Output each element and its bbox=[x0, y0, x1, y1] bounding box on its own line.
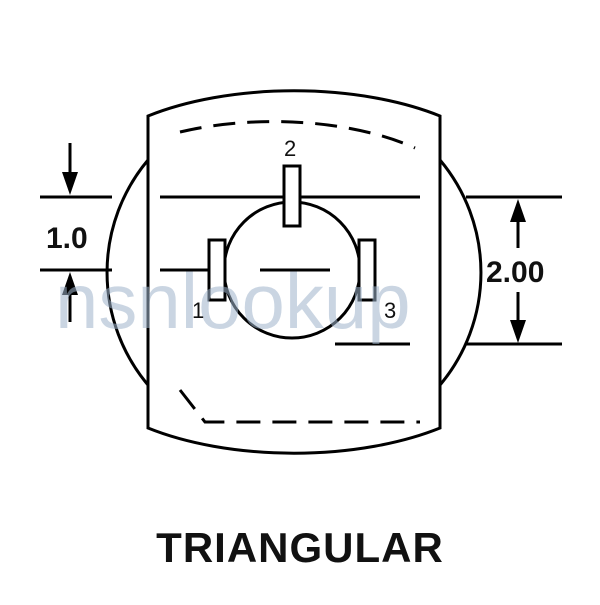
watermark: nsnlookup bbox=[55, 257, 411, 345]
top-dashed-arc bbox=[179, 120, 416, 150]
pin-3-contact bbox=[357, 238, 377, 302]
outer-body-right-arc bbox=[438, 159, 483, 386]
pin-1-label: 1 bbox=[192, 298, 204, 323]
pin-2-label: 2 bbox=[284, 136, 296, 161]
right-dim-arrow-top-head bbox=[510, 199, 526, 222]
outer-body-left-arc bbox=[105, 159, 150, 386]
left-dim-arrow-top-head bbox=[62, 172, 78, 195]
pin-3-label: 3 bbox=[384, 298, 396, 323]
housing-outline bbox=[146, 89, 442, 455]
bottom-dashed-arc bbox=[178, 389, 420, 424]
left-dim-arrow-bottom-head bbox=[62, 272, 78, 295]
right-dimension-label: 2.00 bbox=[486, 256, 544, 289]
right-dim-arrow-bottom-head bbox=[510, 320, 526, 343]
pin-1-contact bbox=[207, 238, 227, 302]
left-dimension-label: 1.0 bbox=[46, 222, 88, 255]
pin-2-contact bbox=[282, 164, 302, 228]
diagram-caption: TRIANGULAR bbox=[156, 524, 444, 571]
